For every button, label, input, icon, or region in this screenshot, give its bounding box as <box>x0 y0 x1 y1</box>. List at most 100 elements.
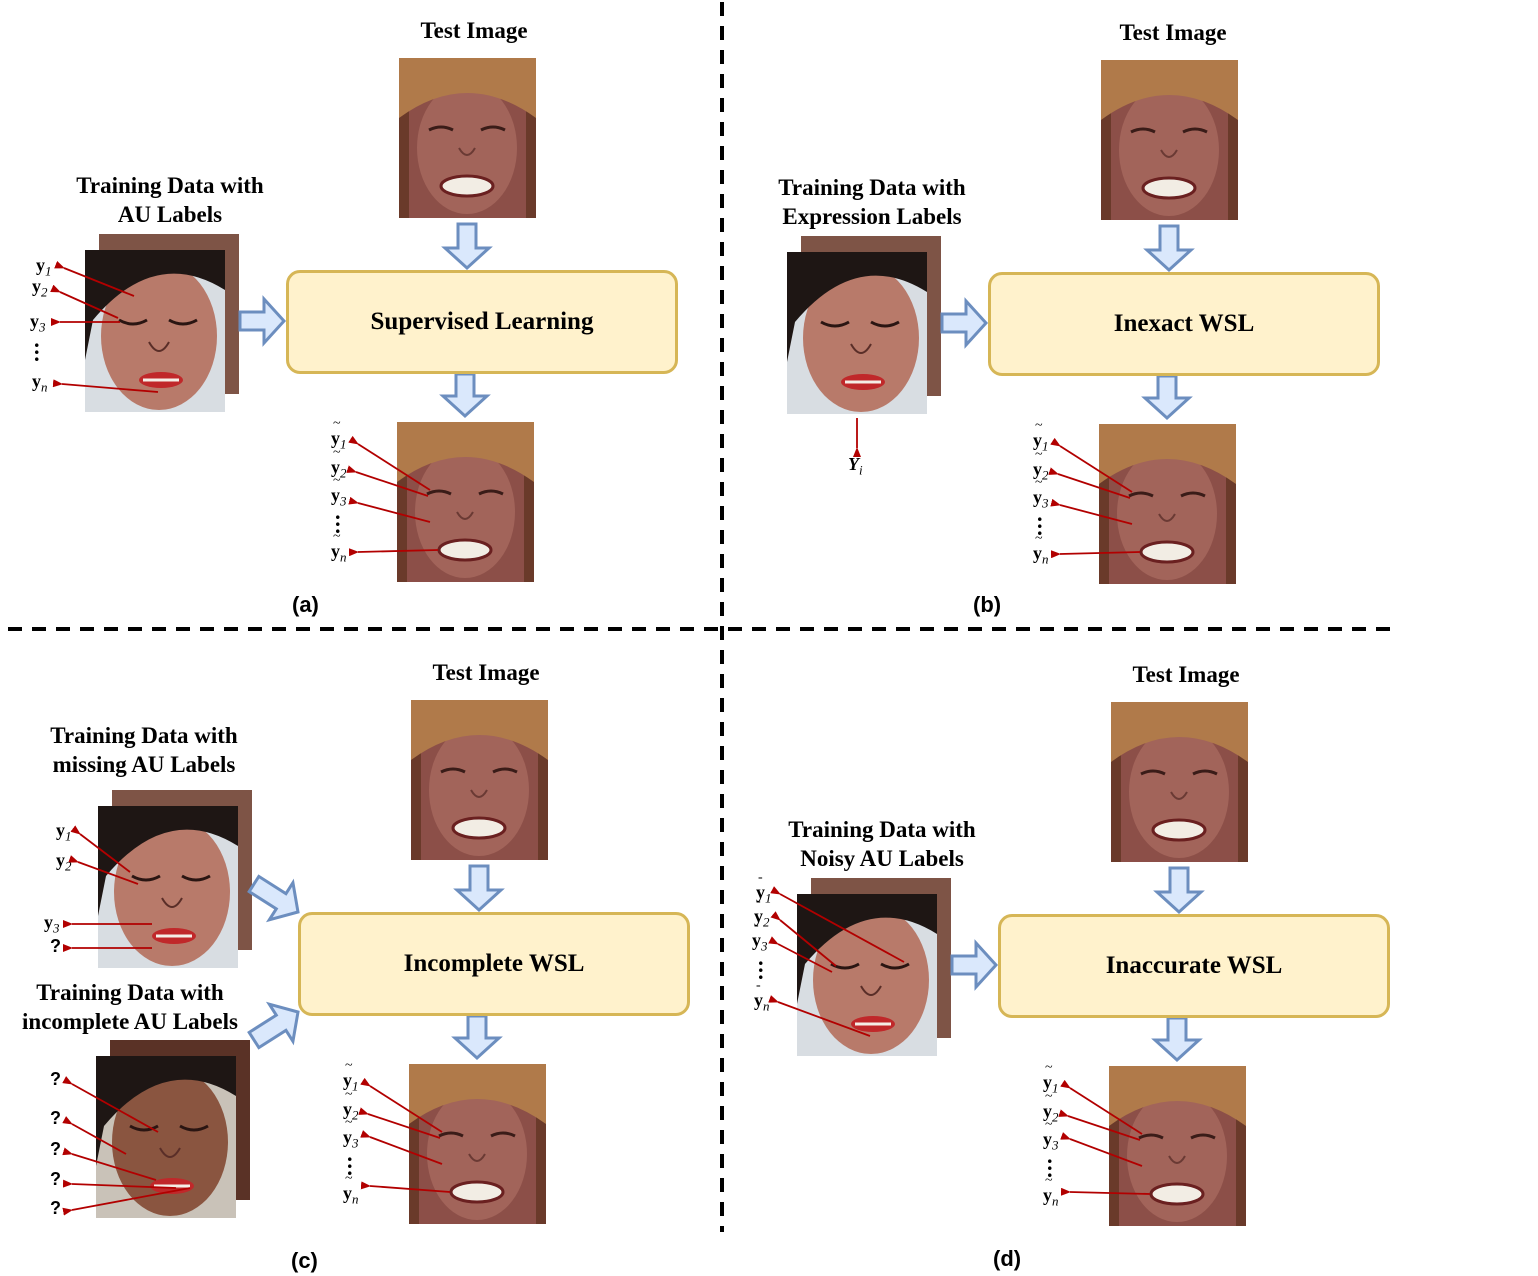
panel-c-label-missing: ? <box>50 936 61 956</box>
panel-c-output-arrow-2 <box>358 1107 441 1139</box>
panel-b-test-arrow <box>1143 224 1195 273</box>
panel-c-output-label-yn: y~n <box>343 1171 359 1207</box>
panel-b-expression-label: Yi <box>848 454 863 478</box>
panel-d-label-arrow-3 <box>768 936 833 973</box>
incomplete-wsl-box: Incomplete WSL <box>298 912 690 1016</box>
panel-d-output-arrow-3 <box>1060 1132 1143 1167</box>
panel-d-output-label-yn: y~n <box>1043 1173 1059 1209</box>
panel-d-label-y2: y-2 <box>754 894 770 930</box>
panel-d-train-arrow <box>950 939 999 991</box>
panel-d-label-yn: y-n <box>754 978 770 1014</box>
panel-a-train-title: Training Data with AU Labels <box>40 171 300 229</box>
panel-d-output-image <box>1109 1066 1246 1226</box>
panel-c-train-title-line1: Training Data with <box>50 723 238 748</box>
panel-d-train-title-line2: Noisy AU Labels <box>800 846 964 871</box>
panel-a-output-label-y3: y~3 <box>331 473 347 509</box>
panel-b-output-label-y3: y~3 <box>1033 475 1049 511</box>
panel-a-output-arrow-1 <box>348 435 431 491</box>
panel-b-train-title: Training Data with Expression Labels <box>742 173 1002 231</box>
panel-c-output-label-y1: y~1 <box>343 1058 359 1094</box>
panel-d-label-arrow-1 <box>770 886 905 963</box>
panel-a-label-arrow-1 <box>54 260 135 297</box>
panel-c2-label-q4: ? <box>50 1169 61 1189</box>
panel-c-train2-title-line1: Training Data with <box>36 980 224 1005</box>
panel-d-test-arrow <box>1153 866 1205 915</box>
panel-d-label-y3: y-3 <box>752 918 768 954</box>
panel-c-output-label-y3: y~3 <box>343 1115 359 1151</box>
panel-c-label: (c) <box>291 1248 318 1273</box>
panel-c-train-arrow-2 <box>247 1001 300 1050</box>
panel-d-output-arrow-1 <box>1060 1079 1143 1135</box>
panel-c-output-arrow-3 <box>360 1130 443 1165</box>
panel-c-output-label-dots: ... <box>347 1141 353 1180</box>
panel-a-output-arrow-3 <box>348 496 431 523</box>
panel-d-output-label-y3: y~3 <box>1043 1117 1059 1153</box>
panel-a-output-label-dots: ... <box>335 499 341 538</box>
panel-b-output-arrow-n <box>1050 550 1141 559</box>
supervised-learning-box: Supervised Learning <box>286 270 678 374</box>
panel-b-output-image <box>1099 424 1236 584</box>
panel-a-train-arrow <box>238 295 287 347</box>
panel-c-train-title-line2: missing AU Labels <box>52 752 236 777</box>
panel-c2-label-arrow-5 <box>62 1187 191 1216</box>
panel-c2-label-arrow-4 <box>62 1179 177 1189</box>
panel-d-label: (d) <box>993 1246 1022 1271</box>
panel-a-output-label-y1: y~1 <box>331 416 347 452</box>
panel-b-output-label-y2: y~2 <box>1033 447 1049 483</box>
panel-a-output-arrow-2 <box>346 465 429 497</box>
panel-c-label-y1: y1 <box>56 820 72 844</box>
panel-a-label-y1: y1 <box>36 255 52 279</box>
panel-d-output-label-dots: ... <box>1047 1143 1053 1182</box>
panel-a-output-arrow <box>439 372 491 419</box>
panel-d-label-arrow-n <box>768 995 871 1037</box>
panel-d-output-label-y1: y~1 <box>1043 1060 1059 1096</box>
panel-d-train-title-line1: Training Data with <box>788 817 976 842</box>
panel-a-output-image <box>397 422 534 582</box>
panel-c-label-y3: y3 <box>44 912 60 936</box>
panel-c-train2-title-line2: incomplete AU Labels <box>22 1009 238 1034</box>
panel-c-output-arrow <box>451 1014 503 1061</box>
panel-c-output-arrow-1 <box>360 1077 443 1133</box>
panel-d-output-label-y2: y~2 <box>1043 1089 1059 1125</box>
panel-a-training-image <box>85 234 239 412</box>
panel-c-label-arrow-2 <box>68 855 139 885</box>
panel-c-train2-title: Training Data with incomplete AU Labels <box>0 978 260 1036</box>
panel-c2-label-arrow-2 <box>62 1116 127 1155</box>
panel-d-label-y1: y-1 <box>756 870 772 906</box>
panel-a-label-dots: ... <box>34 327 40 366</box>
panel-c-output-label-y2: y~2 <box>343 1087 359 1123</box>
panel-a-label: (a) <box>292 592 319 617</box>
panel-a-output-label-y2: y~2 <box>331 445 347 481</box>
panel-b-train-arrow <box>940 297 989 349</box>
panel-d-output-arrow <box>1151 1016 1203 1063</box>
panel-b-output-arrow-1 <box>1050 437 1133 493</box>
panel-c-output-image <box>409 1064 546 1224</box>
panel-d-output-arrow-n <box>1060 1187 1151 1196</box>
panel-c-label-arrow-1 <box>70 825 131 873</box>
panel-c2-label-q5: ? <box>50 1198 61 1218</box>
panel-a-label-y3: y3 <box>30 311 46 335</box>
panel-a-train-title-line1: Training Data with <box>76 173 264 198</box>
panel-c-training-image-1 <box>98 790 252 968</box>
panel-b-output-arrow-3 <box>1050 498 1133 525</box>
panel-b-train-title-line1: Training Data with <box>778 175 966 200</box>
panel-a-label-arrow-2 <box>50 284 119 319</box>
panel-b-output-label-dots: ... <box>1037 501 1043 540</box>
panel-b-training-image <box>787 236 941 414</box>
panel-a-test-image <box>399 58 536 218</box>
panel-a-output-arrow-n <box>348 548 439 557</box>
panel-c2-label-q2: ? <box>50 1108 61 1128</box>
panel-a-output-label-yn: y~n <box>331 529 347 565</box>
panel-d-training-image <box>797 878 951 1056</box>
panel-d-output-arrow-2 <box>1058 1109 1141 1141</box>
panel-c-test-arrow <box>453 864 505 913</box>
panel-c2-label-arrow-3 <box>62 1147 157 1181</box>
panel-a-test-arrow <box>441 222 493 271</box>
panel-d-label-arrow-2 <box>770 911 837 967</box>
panel-c2-label-q3: ? <box>50 1139 61 1159</box>
panel-a-label-yn: yn <box>32 371 48 395</box>
panel-a-label-arrow-n <box>52 379 159 393</box>
panel-d-test-image <box>1111 702 1248 862</box>
panel-c-label-y2: y2 <box>56 850 72 874</box>
panel-c-train-title: Training Data with missing AU Labels <box>14 721 274 779</box>
